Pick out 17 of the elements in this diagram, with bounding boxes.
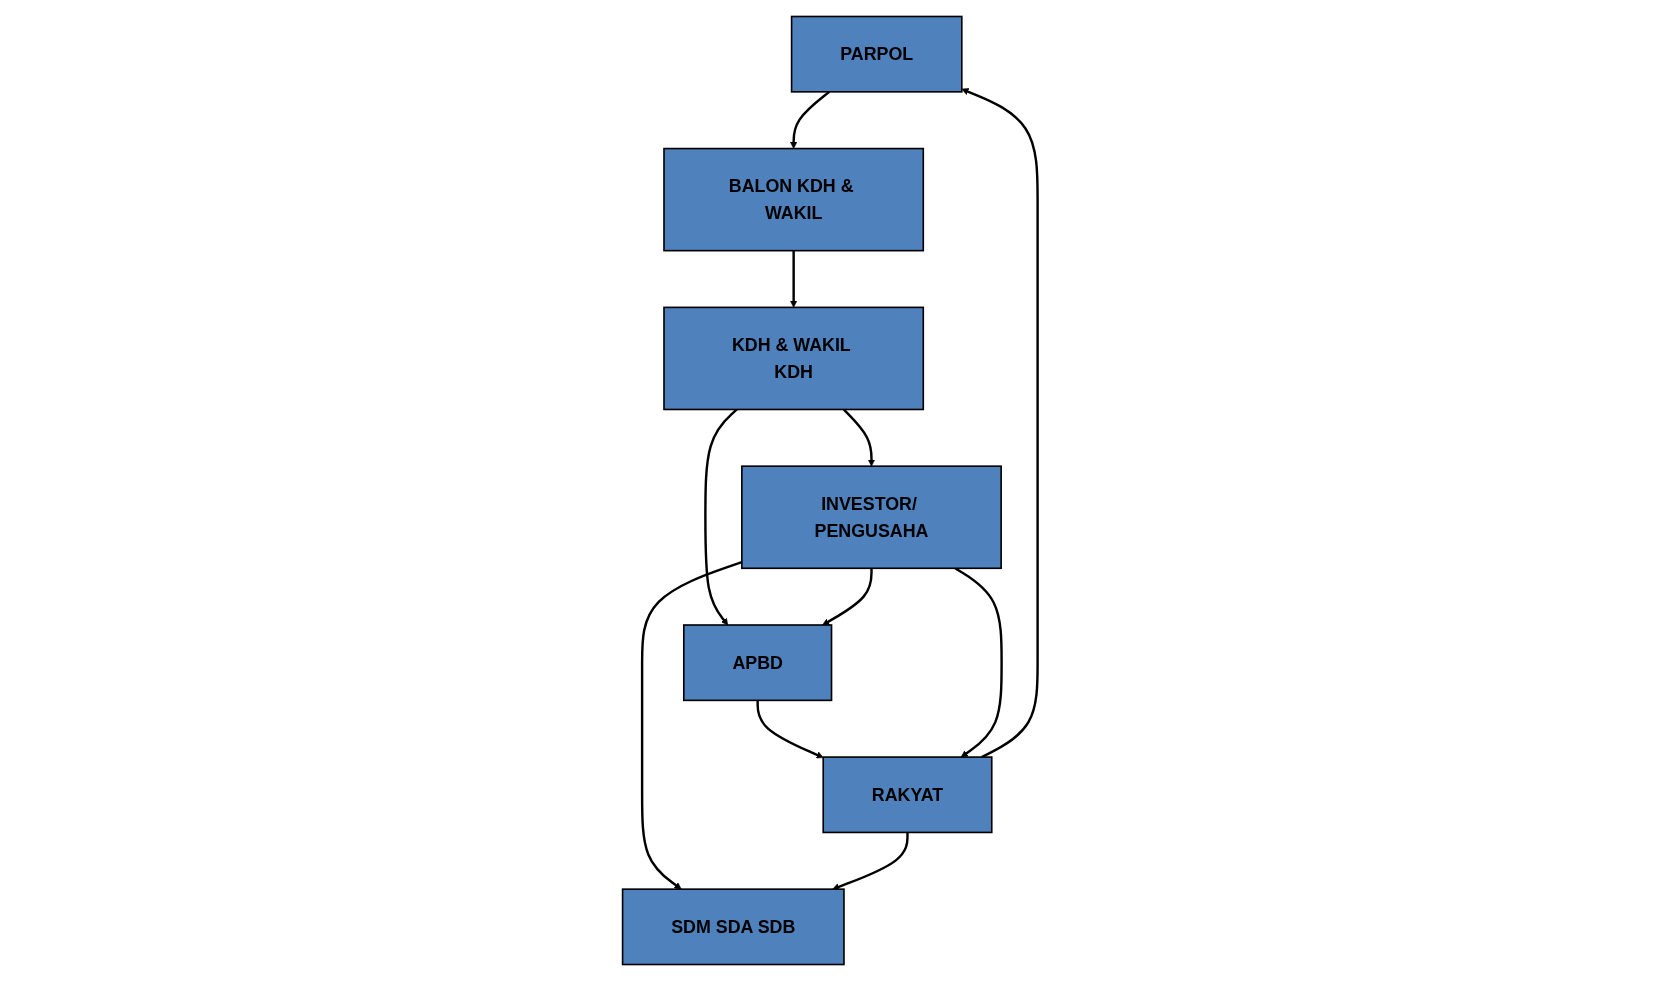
arrow bbox=[822, 568, 874, 626]
arrow bbox=[843, 408, 876, 467]
node-box: KDH & WAKIL KDH bbox=[663, 306, 925, 411]
node-box: PARPOL bbox=[791, 15, 963, 93]
node-box: RAKYAT bbox=[822, 756, 993, 834]
arrow bbox=[790, 90, 831, 149]
arrow bbox=[961, 88, 1040, 759]
arrow bbox=[832, 832, 910, 891]
node-box: INVESTOR/ PENGUSAHA bbox=[741, 465, 1003, 570]
arrow bbox=[704, 408, 739, 626]
node-box: BALON KDH & WAKIL bbox=[663, 147, 925, 252]
node-box: SDM SDA SDB bbox=[622, 888, 846, 966]
node-box: APBD bbox=[683, 624, 833, 702]
arrow bbox=[790, 250, 798, 308]
arrow bbox=[756, 700, 824, 759]
arrow bbox=[954, 567, 1004, 758]
arrow bbox=[641, 560, 743, 890]
